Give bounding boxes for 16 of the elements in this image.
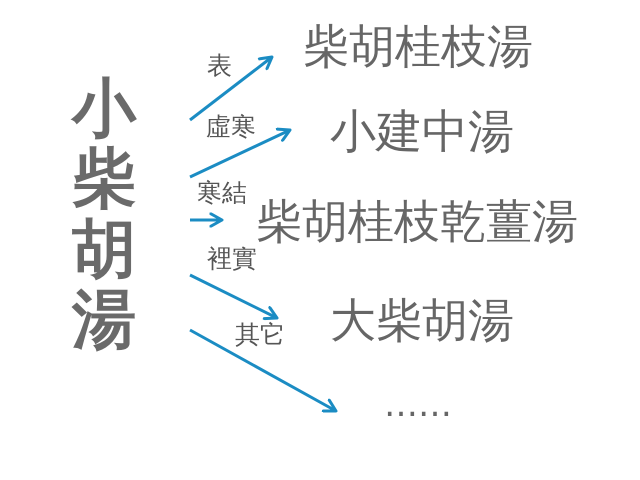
formula-text: 柴胡桂枝乾薑湯 [256,195,578,248]
edge-label: 虛寒 [206,113,256,142]
arrow [189,56,274,122]
edge-label: 表 [207,52,232,81]
edge-label: 其它 [235,321,285,350]
vertical-heading: 小柴胡湯 [72,74,136,356]
arrow [189,128,292,178]
arrow [189,328,338,412]
arrow [190,212,224,228]
edge-label: 裡實 [207,245,257,274]
arrow [189,274,278,320]
formula-text: 柴胡桂枝湯 [303,20,533,73]
formula-text: 小建中湯 [330,105,514,158]
ellipsis-text: …… [384,386,452,426]
edge-label: 寒結 [197,179,247,208]
formula-text: 大柴胡湯 [330,294,514,347]
